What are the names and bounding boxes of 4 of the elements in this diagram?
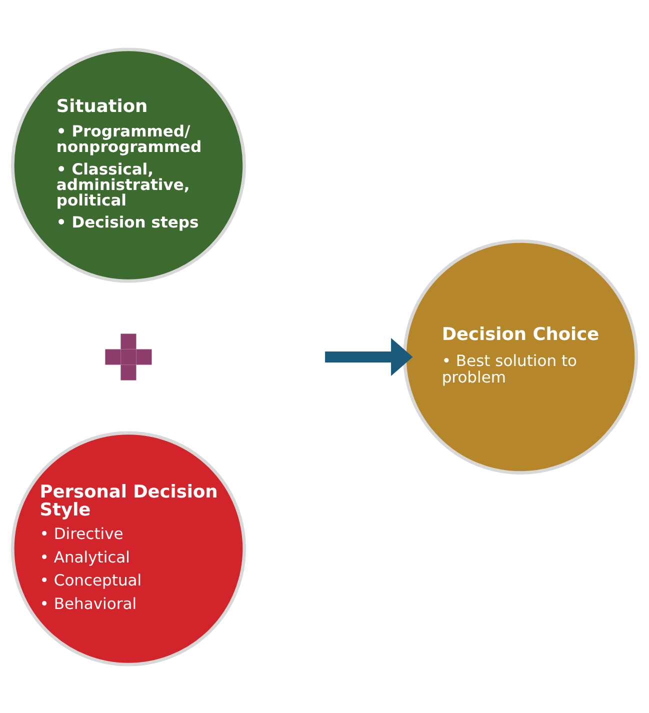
arrow	[325, 337, 413, 376]
node-circle: Personal Decision Style • Directive • Analytical • Conceptual • Behavioral	[11, 430, 246, 666]
node-circle: Decision Choice • Best solution to problem	[403, 239, 638, 474]
node-circle: Situation • Programmed/ nonprogrammed • Classical, administrative, political • Decision steps	[11, 47, 246, 282]
